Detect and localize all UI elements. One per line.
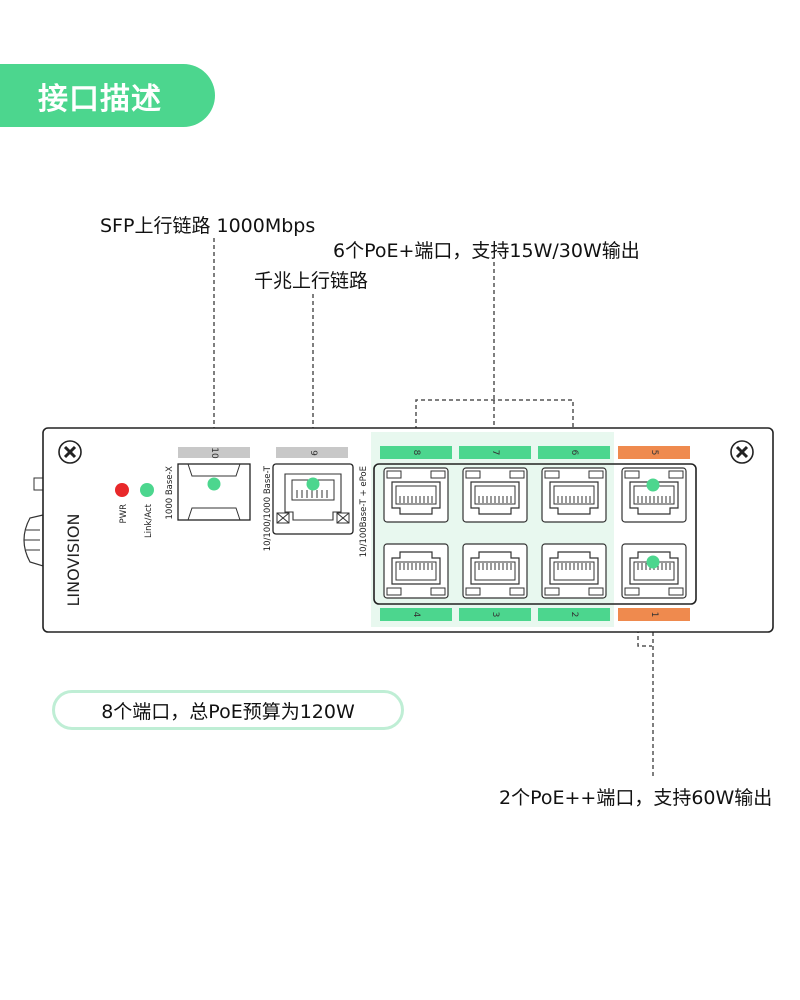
port-tab-10	[178, 447, 250, 458]
port-number-8: 8	[411, 450, 421, 456]
port-number-2: 2	[569, 612, 579, 618]
port-number-7: 7	[490, 450, 500, 456]
link-label: Link/Act	[144, 503, 154, 538]
brand-logo: LINOVISION	[64, 513, 83, 606]
screw-left-icon	[57, 439, 83, 465]
poe-port-block	[373, 463, 697, 605]
port-5-indicator	[646, 478, 660, 492]
port-tab-3	[459, 608, 531, 621]
port-number-3: 3	[490, 612, 500, 618]
rj45-port-7	[462, 467, 528, 523]
port-tab-2	[538, 608, 610, 621]
rj45-port-8	[383, 467, 449, 523]
link-led-icon	[140, 483, 154, 497]
port-number-9: 9	[308, 450, 318, 456]
port-number-1: 1	[649, 612, 659, 618]
port-tab-8	[380, 446, 452, 459]
sfp-port-10	[177, 463, 251, 521]
callout-poe-plus-ports: 6个PoE+端口，支持15W/30W输出	[333, 240, 640, 262]
rj45-port-9	[272, 463, 354, 535]
port-tab-4	[380, 608, 452, 621]
sfp-type-label: 1000 Base-X	[165, 466, 175, 520]
port-number-6: 6	[569, 450, 579, 456]
rj45-port-2	[541, 543, 607, 599]
callout-sfp-uplink: SFP上行链路 1000Mbps	[100, 215, 316, 237]
rj45-port-6	[541, 467, 607, 523]
poe-type-label: 10/100Base-T + ePoE	[359, 466, 369, 557]
pwr-label: PWR	[119, 504, 129, 524]
callout-poe-plusplus-ports: 2个PoE++端口，支持60W输出	[499, 787, 773, 809]
port-tab-5	[618, 446, 690, 459]
rj45-port-5	[621, 467, 687, 523]
power-connector	[23, 477, 44, 567]
rj45-type-label: 10/100/1000 Base-T	[263, 465, 273, 551]
screw-right-icon	[729, 439, 755, 465]
port-number-5: 5	[649, 450, 659, 456]
section-header: 接口描述	[0, 64, 215, 127]
poe-budget-pill: 8个端口，总PoE预算为120W	[52, 690, 404, 730]
rj45-port-1	[621, 543, 687, 599]
section-title: 接口描述	[38, 81, 162, 117]
port-1-indicator	[646, 555, 660, 569]
port-number-4: 4	[411, 612, 421, 618]
port-tab-1	[618, 608, 690, 621]
port-number-10: 10	[209, 447, 219, 459]
rj45-port-3	[462, 543, 528, 599]
port-tab-6	[538, 446, 610, 459]
pwr-led-icon	[115, 483, 129, 497]
port-tab-9	[276, 447, 348, 458]
callout-gigabit-uplink: 千兆上行链路	[254, 270, 369, 292]
rj45-port-4	[383, 543, 449, 599]
poe-budget-text: 8个端口，总PoE预算为120W	[101, 700, 355, 723]
port-tab-7	[459, 446, 531, 459]
